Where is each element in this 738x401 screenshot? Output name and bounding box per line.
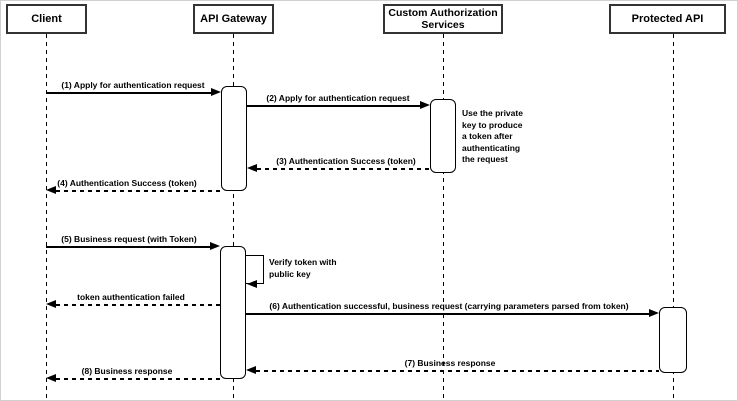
message-line-8 [56, 378, 221, 380]
lifeline-custom-authorization-services [442, 34, 444, 398]
message-label-2: (2) Apply for authentication request [266, 93, 410, 103]
message-line-4 [56, 190, 221, 192]
actor-label-protected-api: Protected API [631, 13, 704, 25]
arrowhead-left-7 [246, 366, 256, 375]
message-label-1: (1) Apply for authentication request [61, 80, 205, 90]
arrowhead-left-4 [46, 186, 56, 195]
actor-box-client: Client [6, 4, 87, 34]
lifeline-client [45, 34, 47, 398]
message-line-2 [247, 105, 421, 107]
arrowhead-right-1 [211, 88, 221, 97]
message-line-7 [256, 370, 659, 372]
arrowhead-left-8 [46, 374, 56, 383]
actor-box-api-gateway: API Gateway [193, 4, 274, 34]
arrowhead-right-5 [210, 242, 220, 251]
message-label-8: (8) Business response [81, 366, 173, 376]
message-label-6: (6) Authentication successful, business … [269, 301, 629, 311]
arrowhead-left-3 [247, 164, 257, 173]
lifeline-protected-api [672, 34, 674, 398]
arrowhead-left-auth-failed [46, 300, 56, 309]
message-label-5: (5) Business request (with Token) [61, 234, 197, 244]
message-label-3: (3) Authentication Success (token) [276, 156, 416, 166]
message-line-5 [46, 246, 211, 248]
activation-protected-api [659, 307, 687, 373]
message-line-3 [257, 168, 430, 170]
arrowhead-left-self [247, 279, 257, 288]
message-line-6 [246, 313, 650, 315]
lifeline-api-gateway [232, 34, 234, 398]
message-label-7: (7) Business response [404, 358, 496, 368]
actor-label-custom-authorization-services: Custom Authorization Services [388, 6, 498, 32]
actor-label-client: Client [31, 13, 62, 25]
message-line-1 [46, 92, 212, 94]
message-label-4: (4) Authentication Success (token) [57, 178, 197, 188]
self-message-label: Verify token with public key [269, 257, 337, 279]
arrowhead-right-2 [420, 101, 430, 110]
arrowhead-right-6 [649, 309, 659, 318]
actor-label-api-gateway: API Gateway [200, 13, 267, 25]
message-label-auth-failed: token authentication failed [77, 292, 185, 302]
actor-box-protected-api: Protected API [609, 4, 726, 34]
activation-custom-authorization-services [430, 99, 456, 173]
activation-api-gateway-business [220, 246, 246, 379]
activation-api-gateway-auth [221, 86, 247, 191]
actor-box-custom-authorization-services: Custom Authorization Services [383, 4, 503, 34]
message-line-auth-failed [56, 304, 220, 306]
note-private-key: Use the private key to produce a token a… [462, 108, 523, 164]
